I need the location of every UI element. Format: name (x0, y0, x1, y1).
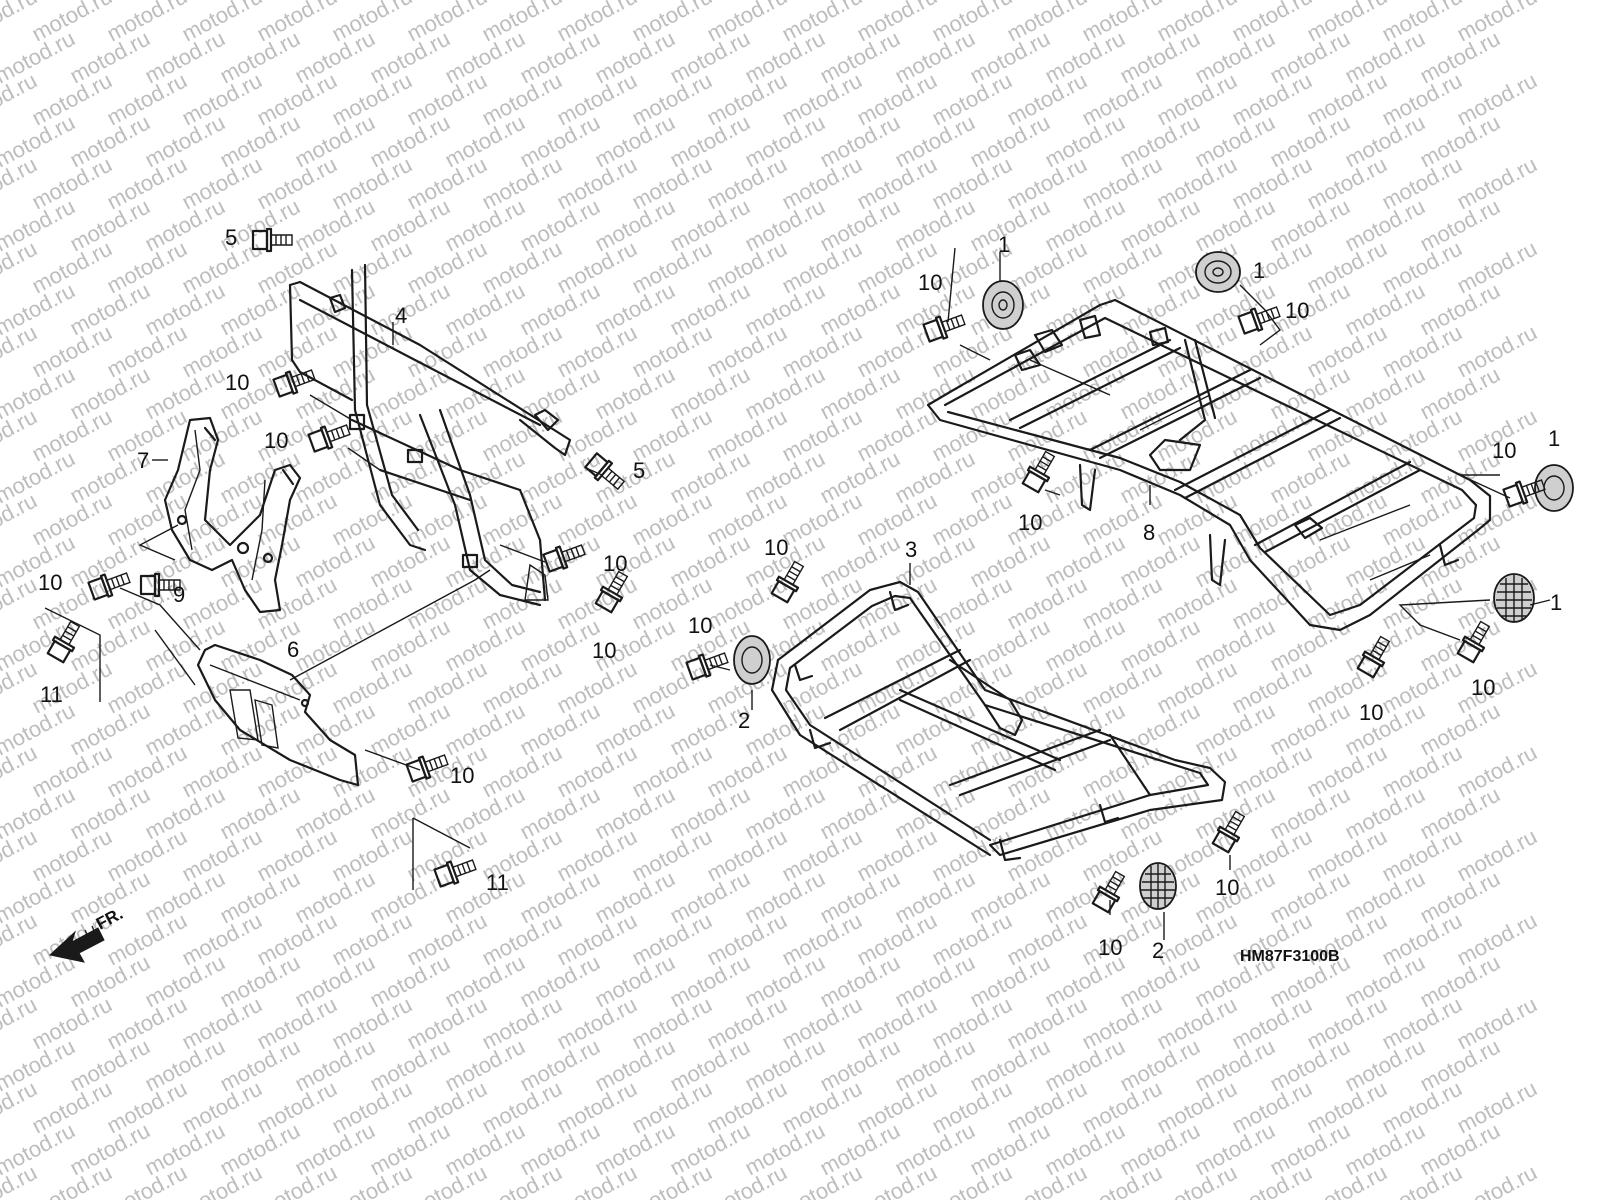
callout-8: 8 (1143, 520, 1155, 545)
grommet-1-b (1195, 251, 1241, 293)
callout-1-d: 1 (1550, 590, 1562, 615)
callout-10-g: 10 (918, 270, 942, 295)
callout-10-p: 10 (1098, 935, 1122, 960)
callout-10-j: 10 (1018, 510, 1042, 535)
callout-1-c: 1 (1548, 426, 1560, 451)
callout-10-i: 10 (1492, 438, 1516, 463)
grommet-2-a (733, 635, 771, 685)
callout-1-b: 1 (1253, 258, 1265, 283)
callout-10-o: 10 (1215, 875, 1239, 900)
callout-11-b: 11 (486, 870, 509, 895)
callout-2-a: 2 (738, 708, 750, 733)
callout-10-d: 10 (38, 570, 62, 595)
callout-10-e: 10 (592, 638, 616, 663)
callout-10-c: 10 (603, 551, 627, 576)
callout-5-top: 5 (225, 225, 237, 250)
callout-10-f: 10 (450, 763, 474, 788)
callout-10-a: 10 (225, 370, 249, 395)
callout-9: 9 (173, 582, 185, 607)
callout-1-a: 1 (998, 232, 1010, 257)
callout-4: 4 (395, 303, 407, 328)
watermark-layer: motod.rumotod.rumotod.rumotod.rumotod.ru… (0, 0, 1541, 1200)
diagram-code: HM87F3100B (1240, 948, 1340, 965)
grommet-1-d-mesh (1493, 573, 1535, 623)
callout-10-b: 10 (264, 428, 288, 453)
grommet-2-b-mesh (1139, 862, 1177, 910)
callout-10-l: 10 (1471, 675, 1495, 700)
callout-10-k: 10 (1359, 700, 1383, 725)
callout-11-a: 11 (40, 682, 63, 707)
watermark-text: motod.ru (1453, 1160, 1541, 1200)
callout-5-right: 5 (633, 458, 645, 483)
callout-6: 6 (287, 637, 299, 662)
grommet-1-a (982, 280, 1024, 330)
callout-7: 7 (137, 448, 149, 473)
callout-10-h: 10 (1285, 298, 1309, 323)
callout-3: 3 (905, 537, 917, 562)
callout-10-m: 10 (764, 535, 788, 560)
callout-10-n: 10 (688, 613, 712, 638)
callout-2-b: 2 (1152, 938, 1164, 963)
grommet-1-c (1534, 464, 1574, 512)
